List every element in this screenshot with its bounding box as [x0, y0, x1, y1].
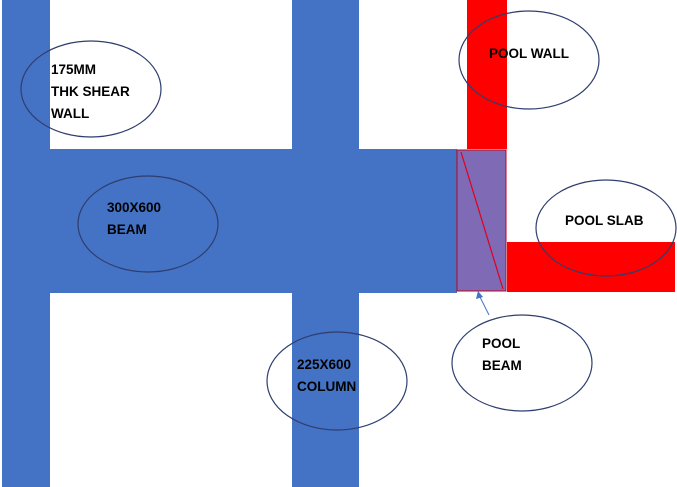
pool-beam-diagonal [460, 151, 504, 290]
pool-beam-pointer-line [479, 296, 490, 316]
pool-wall [467, 0, 507, 149]
pool-beam-label-line-2: BEAM [482, 358, 522, 373]
pool-wall-callout-ellipse [458, 10, 600, 110]
shear-wall [2, 0, 50, 487]
pool-beam-callout-ellipse [451, 314, 593, 412]
beam-label: 300X600 BEAM [107, 197, 161, 241]
pool-wall-label-line-1: POOL WALL [489, 46, 569, 61]
shear-wall-label-line-2: THK SHEAR [51, 84, 130, 99]
column-225x600 [292, 0, 359, 487]
pool-slab-label-line-1: POOL SLAB [565, 213, 644, 228]
column-label: 225X600 COLUMN [297, 354, 356, 398]
beam-callout-ellipse [77, 175, 219, 273]
column-callout-ellipse [266, 331, 408, 431]
pool-slab [507, 242, 675, 292]
shear-wall-callout-ellipse [20, 40, 162, 138]
pool-beam-pointer-arrowhead [476, 291, 483, 299]
beam-label-line-2: BEAM [107, 222, 147, 237]
pool-beam-label-line-1: POOL [482, 336, 521, 351]
pool-slab-callout-ellipse [535, 179, 677, 277]
beam-label-line-1: 300X600 [107, 200, 162, 215]
pool-beam-label: POOL BEAM [482, 333, 522, 377]
beam-300x600 [50, 149, 292, 293]
column-label-line-1: 225X600 [297, 357, 352, 372]
pool-wall-label: POOL WALL [489, 43, 569, 65]
shear-wall-label: 175MM THK SHEAR WALL [51, 59, 130, 125]
pool-slab-label: POOL SLAB [565, 210, 644, 232]
shear-wall-label-line-3: WALL [51, 106, 90, 121]
column-label-line-2: COLUMN [297, 379, 357, 394]
shear-wall-label-line-1: 175MM [51, 62, 97, 77]
beam-extension [359, 149, 457, 293]
